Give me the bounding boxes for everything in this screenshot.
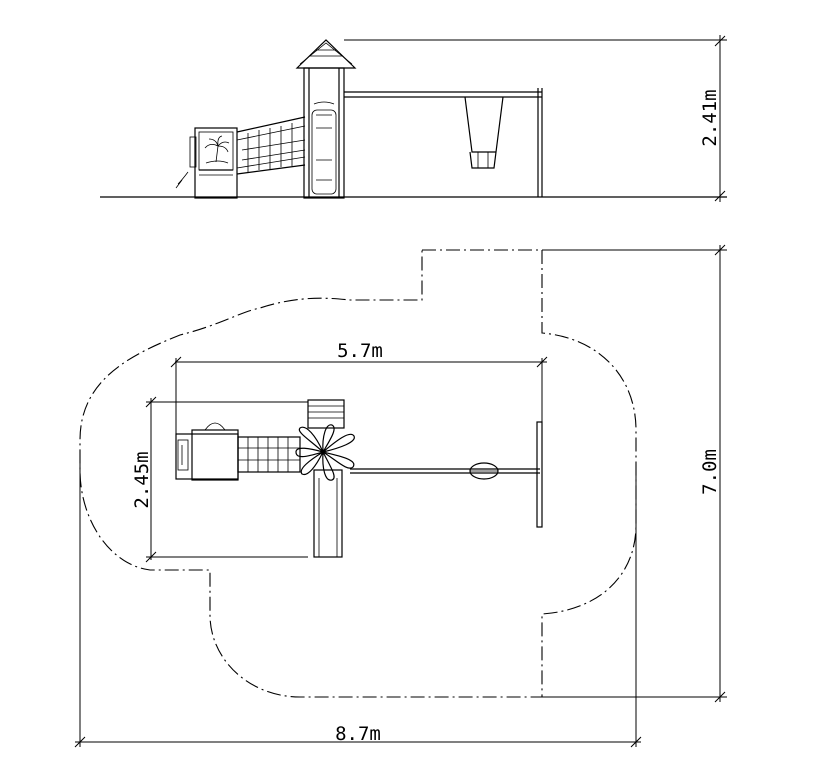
structure-depth-dimension: 2.45m — [131, 396, 308, 563]
main-tower — [295, 39, 357, 199]
plan-view: 5.7m 2.45m 7.0m 8.7m — [74, 244, 727, 748]
height-dimension-label: 2.41m — [699, 89, 721, 146]
palm-panel-tower — [175, 127, 238, 199]
structure-length-dimension: 5.7m — [170, 340, 548, 438]
safety-zone-depth-dimension: 7.0m — [542, 244, 727, 703]
net-bridge — [236, 116, 306, 175]
structure-length-label: 5.7m — [337, 340, 383, 362]
equipment-footprint — [175, 399, 543, 558]
safety-zone-length-dimension: 8.7m — [74, 455, 642, 748]
tower-roof-plan — [295, 424, 355, 481]
swing-seat — [464, 96, 504, 169]
safety-zone-outline — [79, 249, 637, 698]
palm-tree-icon — [204, 135, 230, 163]
tower-roof — [295, 39, 357, 69]
swing-frame — [344, 88, 543, 197]
side-elevation-view: 2.41m — [100, 35, 727, 202]
safety-zone-depth-label: 7.0m — [699, 449, 721, 495]
safety-zone-length-label: 8.7m — [335, 723, 381, 745]
tower-slide — [311, 109, 337, 195]
height-dimension: 2.41m — [344, 35, 727, 202]
structure-depth-label: 2.45m — [131, 451, 153, 508]
